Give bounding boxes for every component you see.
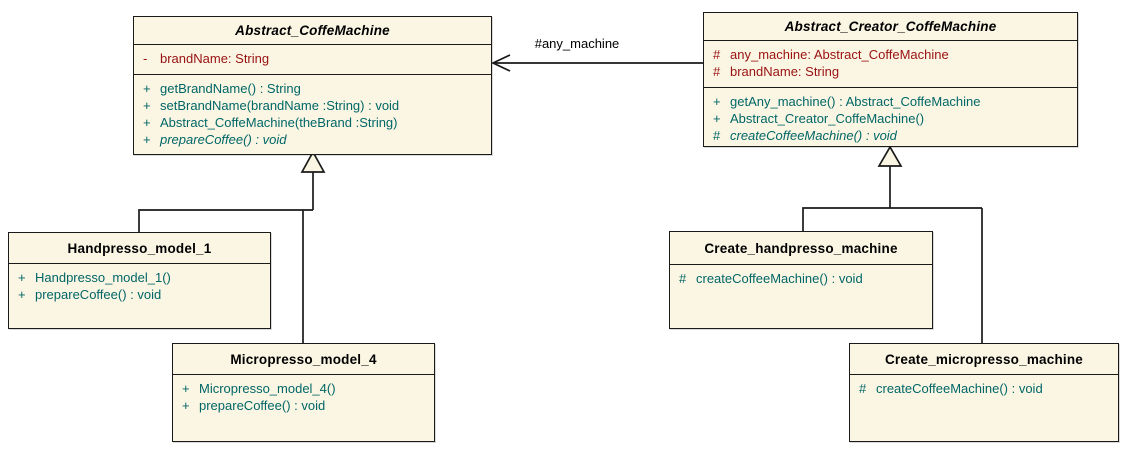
class-title: Abstract_CoffeMachine xyxy=(235,23,390,38)
class-handpresso-model-1: Handpresso_model_1 +Handpresso_model_1()… xyxy=(8,232,271,329)
class-title: Abstract_Creator_CoffeMachine xyxy=(784,19,997,34)
class-create-micropresso-machine: Create_micropresso_machine #createCoffee… xyxy=(849,343,1119,442)
member-row: #createCoffeeMachine() : void xyxy=(859,381,1043,396)
generalization-branch-create-handpresso xyxy=(802,207,982,231)
class-title: Create_handpresso_machine xyxy=(704,240,898,256)
member-row: +Handpresso_model_1() xyxy=(18,270,171,285)
inheritance-triangle-icon xyxy=(877,145,903,167)
member-row: +Abstract_Creator_CoffeMachine() xyxy=(713,111,925,126)
member-row: -brandName: String xyxy=(143,51,270,66)
operations-compartment: +Micropresso_model_4() +prepareCoffee() :… xyxy=(173,374,434,441)
member-row: +getBrandName() : String xyxy=(143,81,301,96)
class-title: Create_micropresso_machine xyxy=(884,351,1084,367)
member-row: +setBrandName(brandName :String) : void xyxy=(143,98,400,113)
class-title: Micropresso_model_4 xyxy=(230,351,377,367)
class-create-handpresso-machine: Create_handpresso_machine #createCoffeeM… xyxy=(669,231,933,329)
member-row: +prepareCoffee() : void xyxy=(143,132,287,147)
operations-compartment: #createCoffeeMachine() : void xyxy=(850,374,1118,441)
attributes-compartment: -brandName: String xyxy=(134,44,491,74)
inheritance-triangle-icon xyxy=(300,150,326,173)
member-row: +Micropresso_model_4() xyxy=(182,381,336,396)
member-row: #createCoffeeMachine() : void xyxy=(679,271,863,286)
member-row: #brandName: String xyxy=(713,64,840,79)
class-title: Handpresso_model_1 xyxy=(67,240,212,256)
class-abstract-creator-coffemachine: Abstract_Creator_CoffeMachine #any_machi… xyxy=(703,12,1078,147)
member-row: +getAny_machine() : Abstract_CoffeMachin… xyxy=(713,94,981,109)
class-micropresso-model-4: Micropresso_model_4 +Micropresso_model_4… xyxy=(172,343,435,442)
attributes-compartment: #any_machine: Abstract_CoffeMachine #bran… xyxy=(704,40,1077,87)
class-abstract-coffemachine: Abstract_CoffeMachine -brandName: String… xyxy=(133,16,492,155)
member-row: +prepareCoffee() : void xyxy=(18,287,162,302)
association-label: #any_machine xyxy=(534,36,620,51)
operations-compartment: +getBrandName() : String +setBrandName(br… xyxy=(134,74,491,154)
generalization-branch-handpresso xyxy=(138,209,313,232)
operations-compartment: #createCoffeeMachine() : void xyxy=(670,264,932,328)
operations-compartment: +Handpresso_model_1() +prepareCoffee() : … xyxy=(9,263,270,328)
open-arrowhead-icon xyxy=(491,54,511,72)
operations-compartment: +getAny_machine() : Abstract_CoffeMachin… xyxy=(704,87,1077,146)
member-row: #any_machine: Abstract_CoffeMachine xyxy=(713,47,949,62)
member-row: #createCoffeeMachine() : void xyxy=(713,128,897,143)
member-row: +prepareCoffee() : void xyxy=(182,398,326,413)
member-row: +Abstract_CoffeMachine(theBrand :String) xyxy=(143,115,398,130)
